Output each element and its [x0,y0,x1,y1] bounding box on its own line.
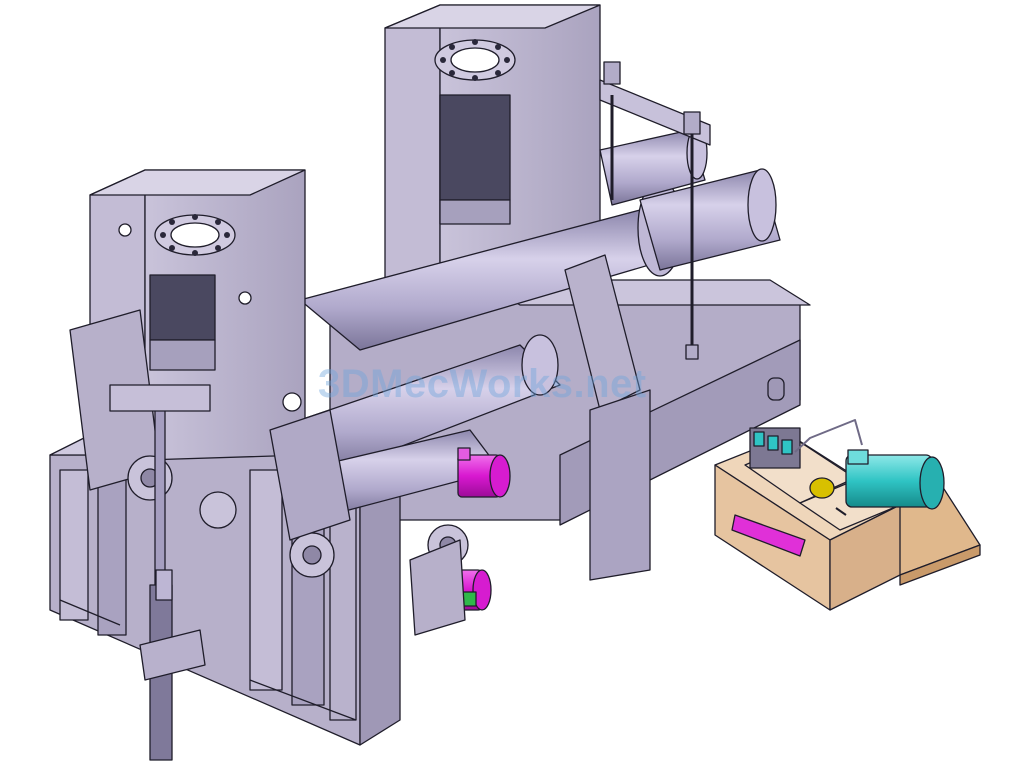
hydraulic-power-unit [714,419,981,611]
bolt-circles [160,39,510,256]
top-roll [299,168,781,351]
lower-rolls [299,334,561,516]
tie-rod-frame [599,61,711,360]
rear-upright-frame [384,4,601,291]
drive-motor-upper [457,447,511,498]
left-hydraulic-cylinder [109,384,211,761]
drive-motor-lower [409,524,492,636]
